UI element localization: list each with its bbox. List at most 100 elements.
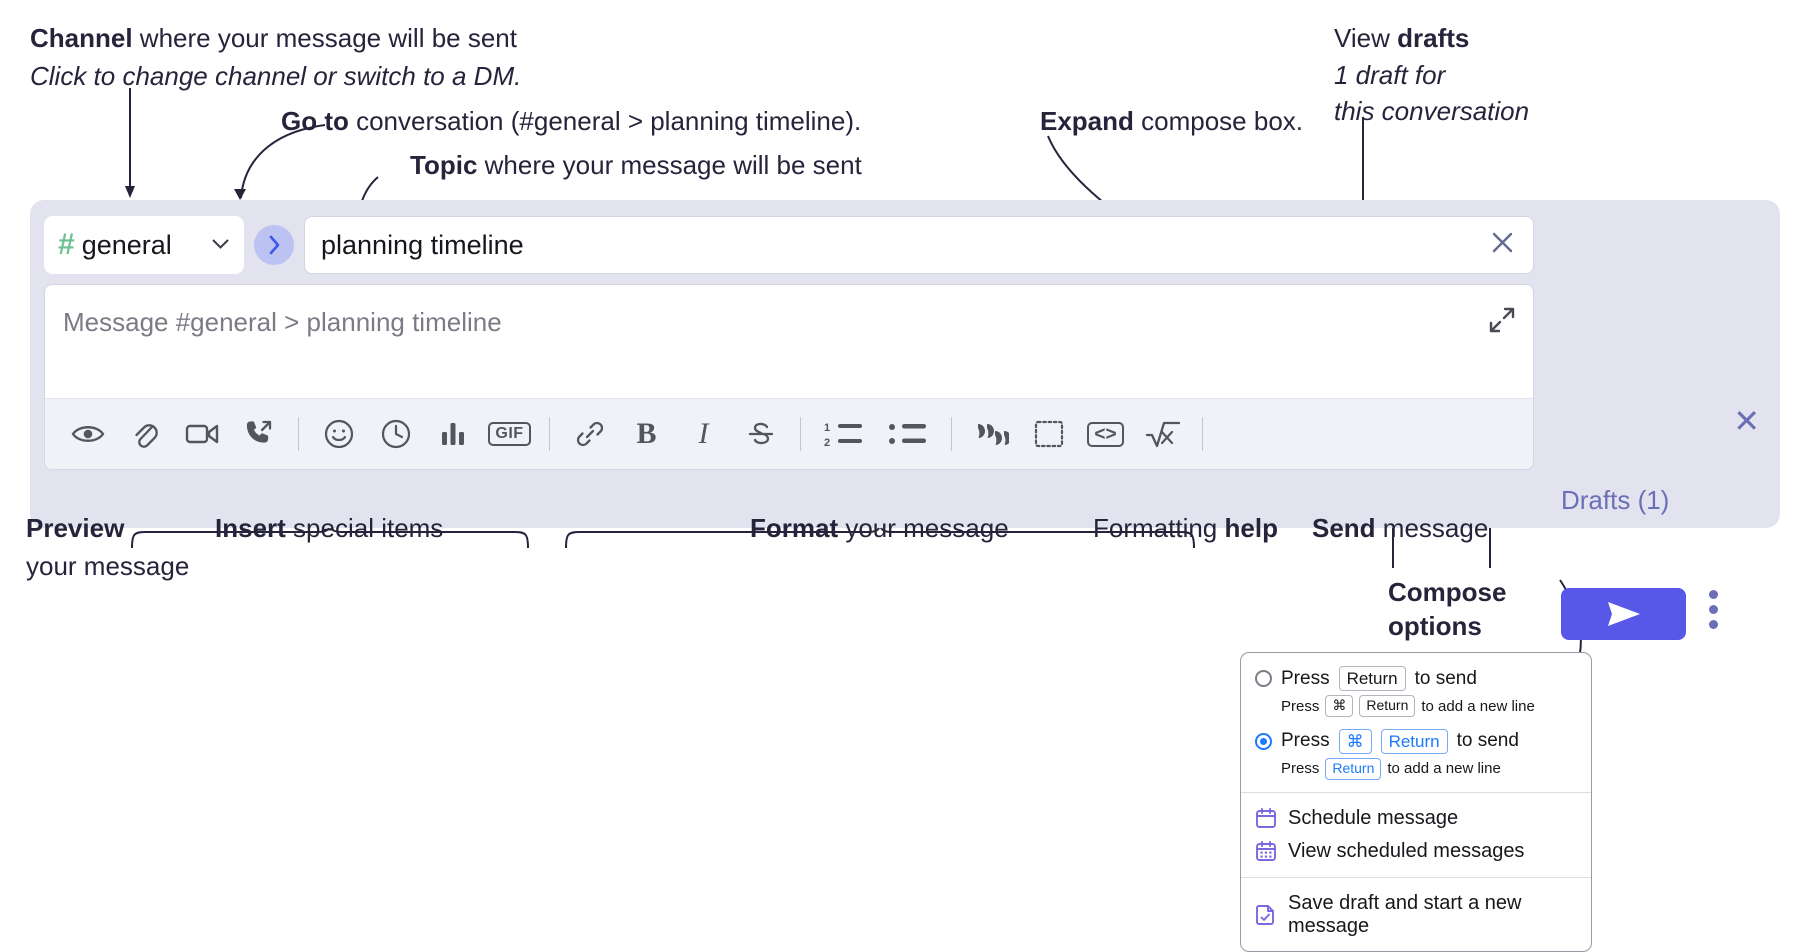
menu-option-return[interactable]: Press Return to send	[1241, 663, 1591, 694]
strikethrough-icon[interactable]	[732, 408, 789, 460]
menu-option-cmd-return[interactable]: Press ⌘ Return to send	[1241, 726, 1591, 757]
key-return: Return	[1338, 666, 1406, 692]
preview-icon[interactable]	[59, 408, 116, 460]
key-return: Return	[1359, 695, 1416, 717]
toolbar-separator	[1202, 417, 1203, 451]
annotation-format-bold: Format	[750, 513, 839, 543]
menu-divider	[1241, 876, 1591, 878]
menu-option-cmd-sub: Press Return to add a new line	[1241, 757, 1591, 783]
blockquote-icon[interactable]	[963, 408, 1020, 460]
radio-return[interactable]	[1255, 670, 1272, 688]
message-input-area[interactable]: Message #general > planning timeline	[44, 284, 1534, 470]
italic-icon[interactable]: I	[675, 408, 732, 460]
menu-item-label: Save draft and start a new message	[1288, 891, 1522, 937]
kebab-dot	[1709, 605, 1718, 614]
video-clip-icon[interactable]	[173, 408, 230, 460]
bulleted-list-icon[interactable]	[876, 408, 940, 460]
toolbar-separator	[951, 417, 952, 451]
annotation-topic-bold: Topic	[410, 150, 478, 180]
code-block-icon[interactable]	[1020, 408, 1077, 460]
option-return-sub-tail: to add a new line	[1421, 697, 1535, 715]
message-placeholder: Message #general > planning timeline	[63, 307, 502, 337]
menu-item-label: Schedule message	[1288, 806, 1459, 829]
key-command: ⌘	[1338, 728, 1372, 754]
calendar-grid-icon	[1255, 840, 1277, 862]
annotation-compose-options-bold1: Compose	[1388, 577, 1507, 607]
send-button[interactable]	[1561, 588, 1686, 640]
calendar-icon	[1255, 807, 1277, 829]
drafts-link[interactable]: Drafts (1)	[1561, 485, 1670, 515]
menu-option-return-sub: Press ⌘ Return to add a new line	[1241, 694, 1591, 720]
hash-icon: #	[58, 228, 75, 261]
topic-value: planning timeline	[321, 229, 524, 260]
annotation-drafts: View drafts 1 draft for this conversatio…	[1334, 22, 1529, 128]
key-return: Return	[1325, 758, 1382, 780]
key-command: ⌘	[1325, 695, 1354, 717]
annotation-send-bold: Send	[1312, 513, 1376, 543]
option-cmd-tosend: to send	[1456, 730, 1519, 752]
menu-item-save-draft[interactable]: Save draft and start a new message	[1241, 887, 1591, 943]
clock-icon[interactable]	[367, 408, 424, 460]
attachment-icon[interactable]	[116, 408, 173, 460]
math-icon[interactable]	[1134, 408, 1191, 460]
menu-item-view-scheduled[interactable]: View scheduled messages	[1241, 835, 1591, 868]
channel-name: general	[81, 229, 172, 260]
link-icon[interactable]	[561, 408, 618, 460]
expand-icon[interactable]	[1489, 307, 1515, 333]
goto-conversation-button[interactable]	[254, 225, 294, 265]
radio-cmd-return[interactable]	[1255, 732, 1272, 750]
compose-panel: ✕ # general planning timeline Message	[30, 200, 1780, 640]
compose-options-button[interactable]	[1709, 590, 1718, 629]
annotation-channel-rest: where your message will be sent	[132, 23, 517, 53]
option-cmd-sub-tail: to add a new line	[1387, 760, 1501, 778]
compose-options-menu: Press Return to send Press ⌘ Return to a…	[1240, 652, 1592, 952]
annotation-channel-italic: Click to change channel or switch to a D…	[30, 61, 522, 92]
annotation-topic: Topic where your message will be sent	[410, 149, 862, 182]
toolbar-separator	[549, 417, 550, 451]
option-return-press: Press	[1281, 667, 1330, 689]
close-icon[interactable]: ✕	[1733, 403, 1760, 439]
bold-icon[interactable]: B	[618, 408, 675, 460]
audio-clip-icon[interactable]	[230, 408, 287, 460]
annotation-compose-options-bold2: options	[1388, 610, 1482, 641]
annotation-goto-rest: conversation (#general > planning timeli…	[348, 106, 862, 136]
annotation-insert: Insert special items	[215, 512, 443, 545]
inline-code-glyph: <>	[1087, 421, 1124, 447]
toolbar-separator	[800, 417, 801, 451]
compose-inner: # general planning timeline Message #gen…	[44, 216, 1534, 470]
channel-select[interactable]: # general	[44, 216, 244, 274]
clear-topic-icon[interactable]	[1488, 228, 1517, 262]
conversation-row: # general planning timeline	[44, 216, 1534, 274]
annotation-preview: Preview your message	[26, 512, 189, 584]
emoji-icon[interactable]	[310, 408, 367, 460]
annotation-preview-bold: Preview	[26, 513, 125, 543]
chevron-down-icon	[211, 235, 230, 255]
menu-item-schedule-message[interactable]: Schedule message	[1241, 802, 1591, 835]
annotation-insert-bold: Insert	[215, 513, 286, 543]
kebab-dot	[1709, 590, 1718, 599]
option-cmd-sub-press: Press	[1281, 760, 1320, 778]
toolbar-separator	[298, 417, 299, 451]
help-icon[interactable]	[1214, 408, 1271, 460]
topic-input[interactable]: planning timeline	[304, 216, 1534, 274]
annotation-expand-bold: Expand	[1040, 106, 1134, 136]
key-return: Return	[1380, 728, 1448, 754]
option-return-sub-press: Press	[1281, 697, 1320, 715]
gif-label: GIF	[488, 422, 531, 446]
annotation-format-rest: your message	[838, 513, 1009, 543]
annotation-preview-line2: your message	[26, 551, 190, 582]
annotation-goto: Go to conversation (#general > planning …	[281, 105, 861, 138]
poll-icon[interactable]	[424, 408, 481, 460]
inline-code-icon[interactable]: <>	[1077, 408, 1134, 460]
annotation-send-rest: message	[1375, 513, 1489, 543]
option-cmd-press: Press	[1281, 730, 1330, 752]
annotation-insert-rest: special items	[285, 513, 444, 543]
annotation-drafts-italic2: this conversation	[1334, 95, 1530, 126]
gif-icon[interactable]: GIF	[481, 408, 538, 460]
annotation-drafts-lead: View	[1334, 23, 1398, 53]
annotation-drafts-italic1: 1 draft for	[1334, 60, 1446, 91]
menu-item-label: View scheduled messages	[1288, 839, 1525, 862]
annotation-help: Formatting help	[1093, 512, 1278, 545]
